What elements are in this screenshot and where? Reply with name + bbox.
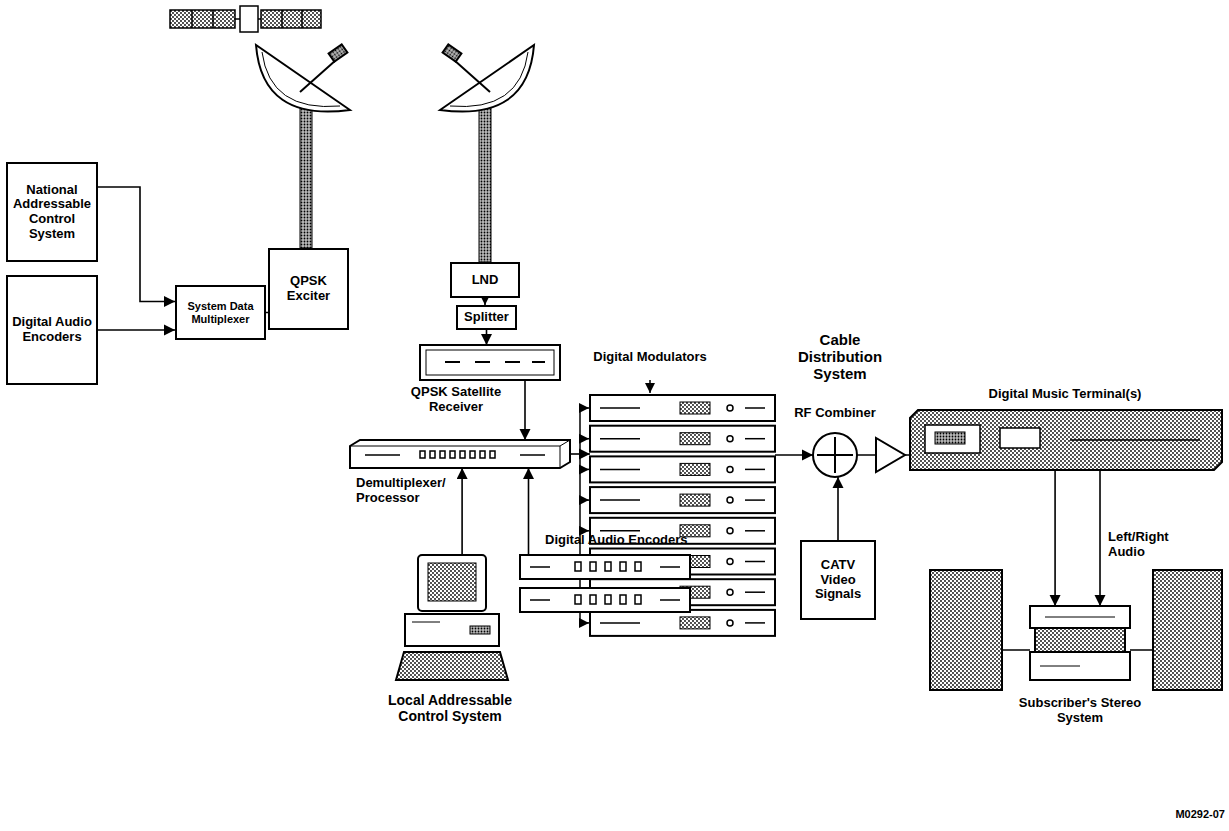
exciter-box: QPSK Exciter bbox=[268, 248, 349, 330]
stereo-system bbox=[930, 570, 1222, 690]
connector bbox=[775, 454, 813, 456]
connector bbox=[1099, 470, 1101, 606]
computer bbox=[396, 555, 508, 680]
pointer-arrow bbox=[649, 380, 651, 393]
section-title: Cable Distribution System bbox=[785, 332, 895, 382]
uplink-dish bbox=[256, 44, 350, 248]
control-box: National Addressable Control System bbox=[6, 162, 98, 262]
catv-box: CATV Video Signals bbox=[800, 540, 876, 620]
node-label: System Data Multiplexer bbox=[177, 300, 264, 325]
modulators: Digital Modulators bbox=[590, 395, 775, 640]
node-label: Digital Music Terminal(s) bbox=[950, 387, 1180, 402]
node-label: Digital Modulators bbox=[590, 350, 710, 365]
connector bbox=[1054, 470, 1056, 606]
node-label: Digital Audio Encoders bbox=[545, 533, 705, 548]
receiver-rack bbox=[420, 345, 560, 380]
figure-number: M0292-07 bbox=[1150, 808, 1225, 820]
multiplexer-box: System Data Multiplexer bbox=[175, 285, 266, 340]
connector bbox=[524, 380, 526, 440]
node-label: QPSK Exciter bbox=[270, 274, 347, 303]
receiver: QPSK Satellite Receiver bbox=[420, 345, 560, 380]
encoders: Digital Audio Encoders bbox=[520, 555, 690, 612]
rf-combiner: RF Combiner bbox=[813, 433, 857, 477]
edge-label: Left/Right Audio bbox=[1108, 530, 1188, 559]
lnd-box: LND bbox=[450, 262, 520, 298]
node-label: QPSK Satellite Receiver bbox=[388, 385, 524, 414]
demultiplexer-rack bbox=[350, 440, 570, 468]
node-label: LND bbox=[469, 273, 502, 288]
connector bbox=[98, 187, 175, 302]
node-label: Subscriber's Stereo System bbox=[1015, 696, 1145, 725]
satellite bbox=[170, 6, 321, 32]
encoder-racks bbox=[520, 555, 690, 612]
connector bbox=[570, 453, 590, 455]
encoder-box: Digital Audio Encoders bbox=[6, 275, 98, 385]
node-label: Local Addressable Control System bbox=[385, 693, 515, 724]
splitter-box: Splitter bbox=[456, 305, 517, 330]
connector bbox=[98, 329, 175, 331]
combiner-symbol bbox=[813, 433, 857, 477]
connector bbox=[461, 468, 463, 555]
terminal-unit bbox=[910, 410, 1222, 470]
node-label: Demultiplexer/ Processor bbox=[356, 476, 442, 505]
connector bbox=[528, 468, 530, 555]
downlink-dish bbox=[440, 44, 534, 262]
connector bbox=[837, 477, 839, 540]
stereo: Subscriber's Stereo System bbox=[1030, 606, 1130, 680]
node-label: CATV Video Signals bbox=[802, 558, 874, 602]
demultiplexer: Demultiplexer/ Processor bbox=[350, 440, 570, 468]
connector bbox=[486, 330, 488, 345]
node-label: RF Combiner bbox=[783, 406, 887, 421]
node-label: Digital Audio Encoders bbox=[8, 315, 96, 344]
music-terminal: Digital Music Terminal(s) bbox=[910, 410, 1222, 470]
node-label: Splitter bbox=[461, 310, 512, 325]
connector bbox=[484, 298, 486, 305]
local-control: Local Addressable Control System bbox=[395, 555, 505, 685]
node-label: National Addressable Control System bbox=[8, 183, 96, 241]
